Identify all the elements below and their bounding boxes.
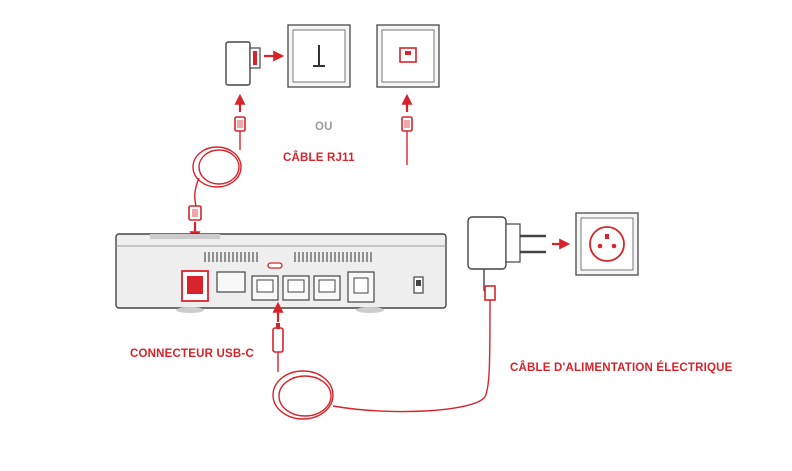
- power-cable-label: CÂBLE D'ALIMENTATION ÉLECTRIQUE: [510, 362, 733, 374]
- or-label: OU: [315, 121, 333, 133]
- rj11-plug-second-icon: [401, 116, 413, 165]
- rj11-cable-icon: [192, 131, 242, 207]
- router-back-panel-icon: [115, 233, 447, 313]
- dsl-filter-icon: [225, 41, 261, 86]
- usb-c-plug-icon: [272, 323, 284, 353]
- rj11-plug-bottom-icon: [188, 205, 202, 221]
- t-wall-socket-icon: [287, 24, 351, 88]
- power-adapter-icon: [467, 216, 546, 301]
- power-outlet-icon: [575, 212, 639, 276]
- rj11-plug-top-icon: [234, 116, 246, 132]
- rj11-cable-label: CÂBLE RJ11: [283, 152, 355, 164]
- power-cable-icon: [272, 299, 491, 420]
- rj11-wall-socket-icon: [376, 24, 440, 88]
- usb-c-connector-label: CONNECTEUR USB-C: [130, 348, 254, 360]
